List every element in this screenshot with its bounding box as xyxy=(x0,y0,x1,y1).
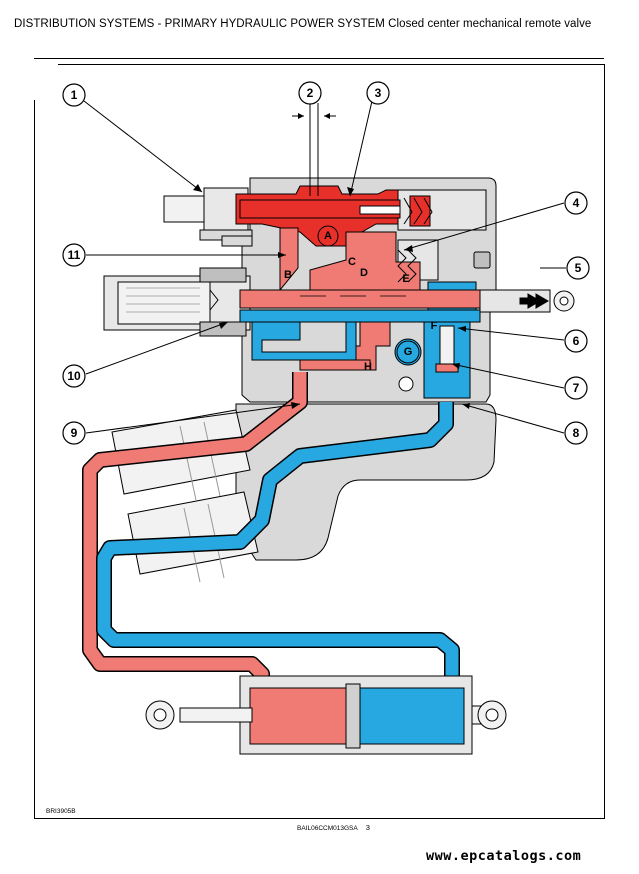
port-label-e: E xyxy=(402,273,409,285)
pressure-hose xyxy=(82,359,371,704)
callout-label-6: 6 xyxy=(573,334,580,348)
callout-label-1: 1 xyxy=(71,88,78,102)
callout-label-10: 10 xyxy=(67,369,81,383)
callout-label-2: 2 xyxy=(307,86,314,100)
callout-3 xyxy=(366,81,390,105)
figure-frame-bottom xyxy=(34,818,605,819)
port-label-a: A xyxy=(324,230,332,242)
quick-couplers xyxy=(111,409,259,583)
callout-label-4: 4 xyxy=(573,196,580,210)
callout-9 xyxy=(62,421,86,445)
callout-7 xyxy=(564,376,588,400)
callout-label-9: 9 xyxy=(71,426,78,440)
callout-labels: 1 2 3 4 5 6 7 8 9 10 11 xyxy=(67,86,581,440)
main-spool xyxy=(239,289,575,323)
callout-circles xyxy=(62,81,590,445)
spring-detail xyxy=(397,249,417,283)
watermark-text: www.epcatalogs.com xyxy=(426,848,582,864)
port-markers xyxy=(317,225,420,364)
callout-label-5: 5 xyxy=(575,261,582,275)
doc-code: BAIL06CCM013GSA xyxy=(297,825,358,832)
port-label-d: D xyxy=(360,267,368,279)
figure-frame-top xyxy=(58,64,604,65)
hydraulic-cylinder xyxy=(145,675,507,755)
port-label-c: C xyxy=(348,256,356,268)
port-label-h: H xyxy=(364,361,372,373)
callout-2 xyxy=(298,81,322,105)
callout-6 xyxy=(564,329,588,353)
check-valve xyxy=(435,325,459,373)
callout-4 xyxy=(564,191,588,215)
callout-label-8: 8 xyxy=(573,426,580,440)
callout-label-7: 7 xyxy=(573,381,580,395)
callout-10 xyxy=(62,364,86,388)
callout-8 xyxy=(564,421,588,445)
return-hose xyxy=(96,402,460,704)
port-labels: A B C D E F G H xyxy=(284,230,438,373)
figure-frame-right xyxy=(604,64,605,819)
figure-code: BRI3905B xyxy=(46,808,76,815)
callout-label-11: 11 xyxy=(68,248,81,262)
page-footer: BAIL06CCM013GSA 3 xyxy=(297,823,370,832)
callout-1 xyxy=(62,83,86,107)
port-label-f: F xyxy=(431,320,438,332)
header-rule xyxy=(34,58,604,59)
port-label-b: B xyxy=(284,269,292,281)
callout-5 xyxy=(566,256,590,280)
page-title: DISTRIBUTION SYSTEMS - PRIMARY HYDRAULIC… xyxy=(14,18,592,30)
port-g-marker xyxy=(396,340,420,364)
callout-label-3: 3 xyxy=(375,86,382,100)
callout-11 xyxy=(62,243,86,267)
leader-arrowheads xyxy=(193,113,470,409)
port-a-marker xyxy=(317,225,339,247)
port-label-g: G xyxy=(404,346,413,358)
leader-lines xyxy=(83,100,566,434)
upper-spool xyxy=(239,197,433,225)
page-number: 3 xyxy=(365,823,370,832)
detent-housing xyxy=(103,267,251,337)
figure-frame-left xyxy=(34,100,35,819)
